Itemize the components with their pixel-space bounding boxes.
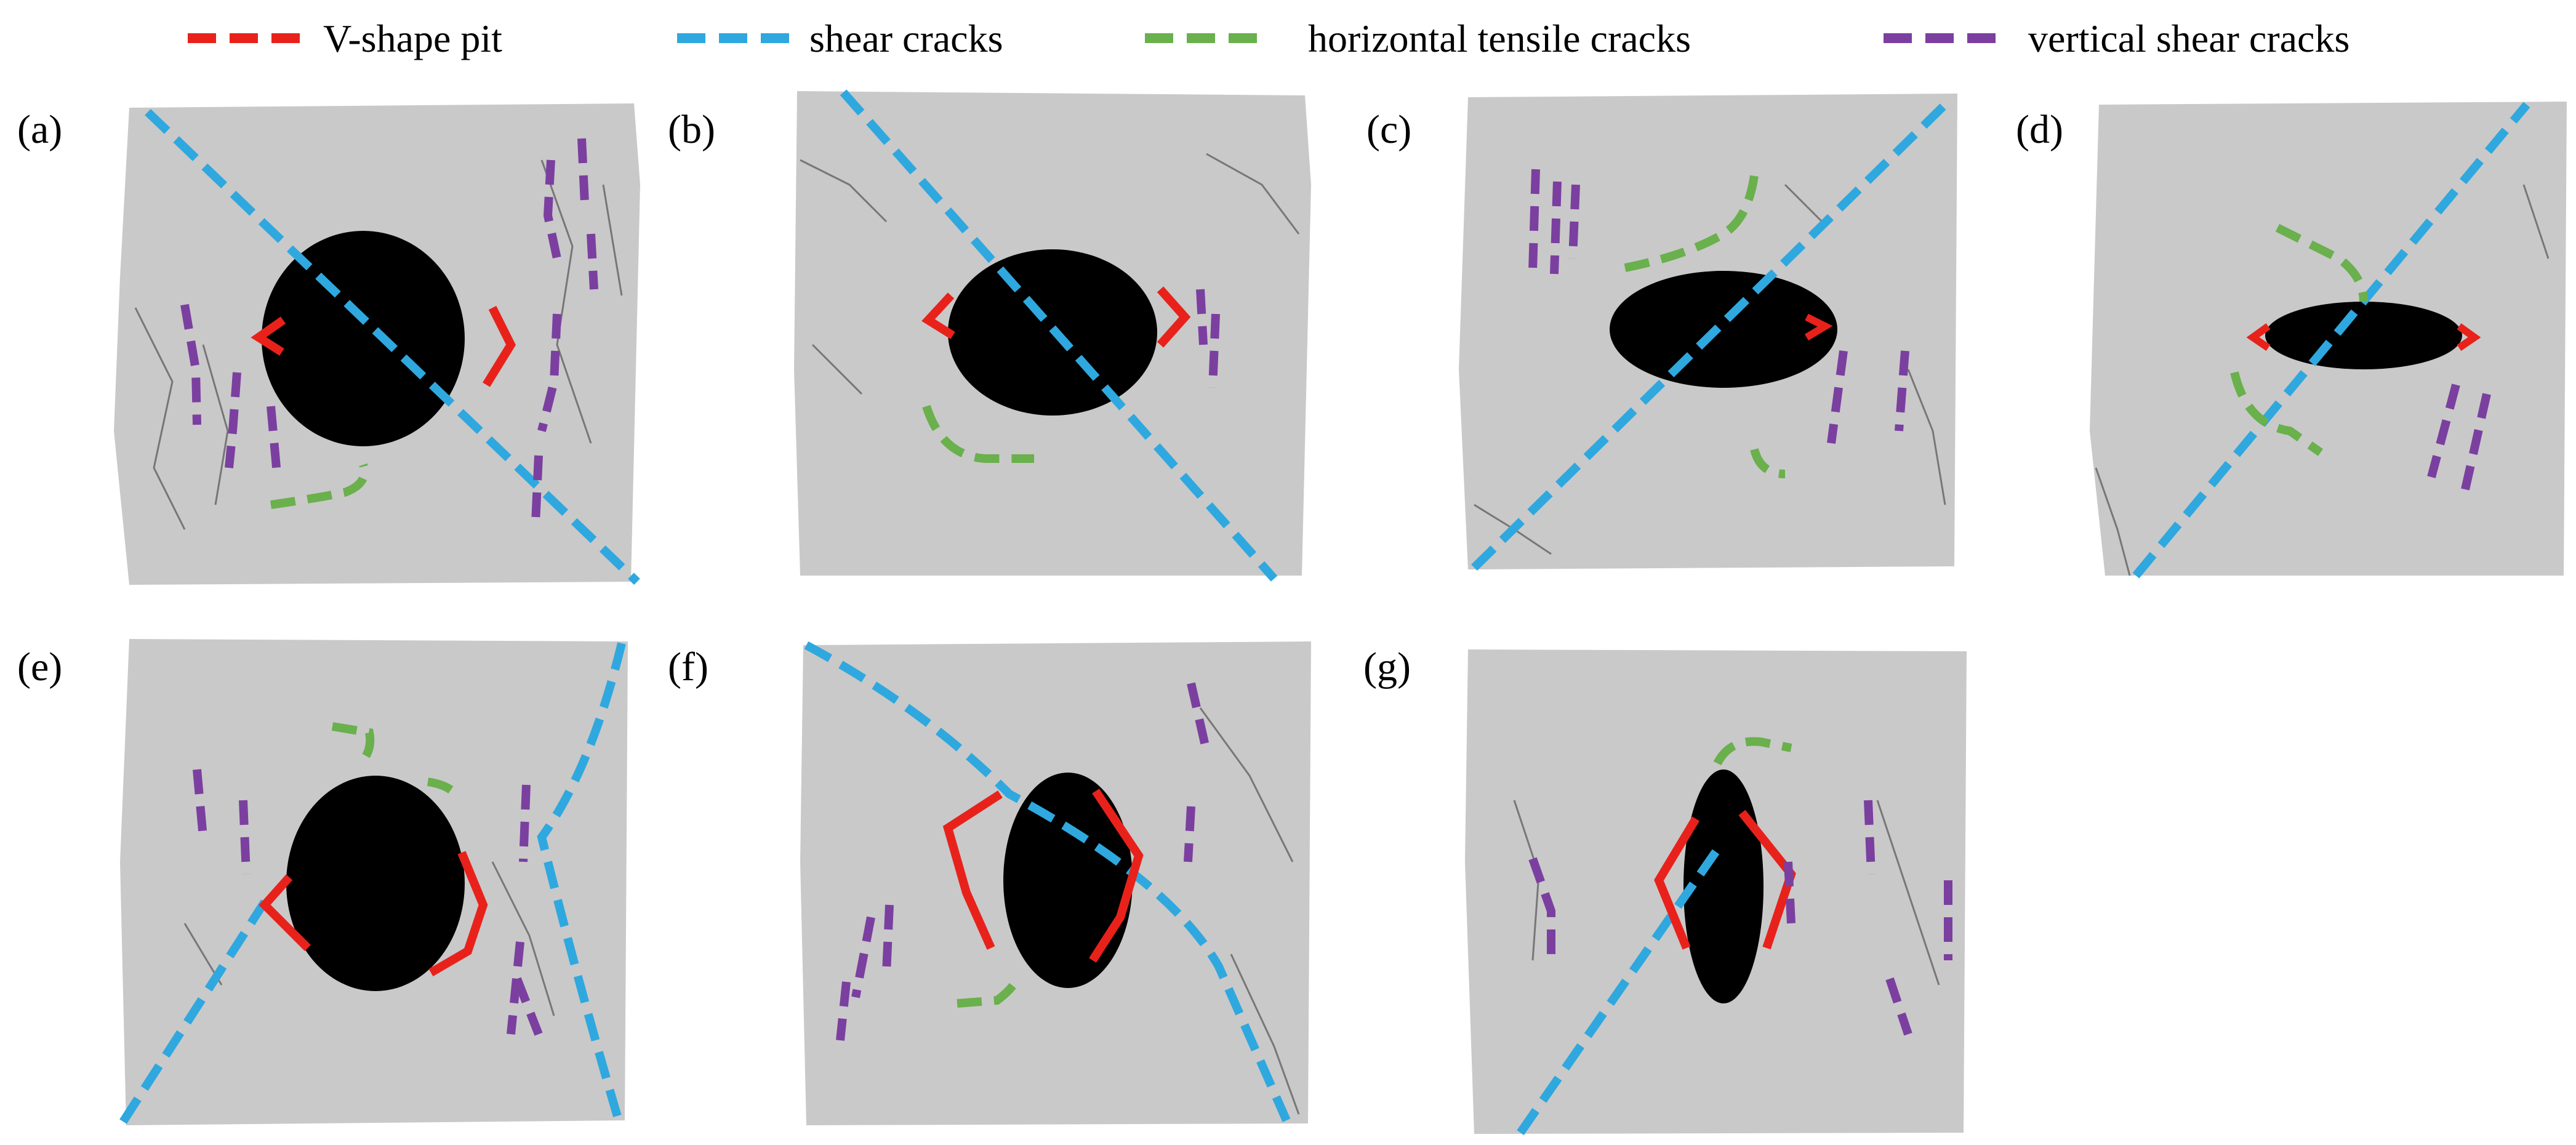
- panel-label-a: (a): [17, 107, 62, 152]
- panel-d-shear-crack-1: [2132, 102, 2530, 579]
- panel-c-horizontal-tensile-crack-2: [1750, 448, 1786, 478]
- legend-label-horizontal-tensile-cracks: horizontal tensile cracks: [1308, 17, 1691, 60]
- panel-e-vertical-shear-cracks: [193, 769, 543, 1036]
- panel-d-v-pit-left: [2246, 323, 2271, 351]
- panel-a-cavity: [262, 231, 465, 446]
- panel-b-shear-crack-1: [840, 89, 1278, 582]
- panel-b-v-pit-left: [921, 292, 955, 339]
- panel-a: (a): [17, 103, 640, 585]
- panel-f-cavity: [1003, 773, 1133, 988]
- panel-f-fine-cracks: [1199, 707, 1300, 1115]
- panel-label-b: (b): [668, 107, 715, 152]
- panel-g-horizontal-tensile-crack: [1713, 737, 1792, 766]
- panel-a-horizontal-tensile-crack: [270, 463, 369, 509]
- panel-f: (f): [668, 641, 1311, 1125]
- panel-d: (d): [2016, 102, 2567, 579]
- panel-b: (b): [668, 89, 1311, 582]
- panel-d-vertical-shear-cracks: [2427, 384, 2491, 491]
- panel-b-v-pit-right: [1157, 286, 1191, 348]
- panel-g-shear-crack-1: [1517, 847, 1721, 1135]
- panel-g-cavity: [1683, 769, 1763, 1003]
- legend-label-v-shape-pit: V-shape pit: [323, 17, 502, 60]
- panel-label-f: (f): [668, 645, 708, 689]
- panel-g-vertical-shear-cracks: [1528, 800, 1952, 1036]
- panel-f-v-pit-right: [1089, 789, 1144, 963]
- panel-d-cavity: [2265, 302, 2462, 369]
- panel-c: (c): [1366, 94, 1957, 571]
- panel-label-g: (g): [1363, 645, 1411, 689]
- panel-e-v-pit-left: [259, 874, 311, 951]
- panel-d-v-pit-right: [2457, 323, 2481, 351]
- panel-f-vertical-shear-cracks: [836, 682, 1211, 1041]
- panel-b-horizontal-tensile-crack: [922, 404, 1034, 463]
- legend-label-shear-cracks: shear cracks: [809, 17, 1003, 60]
- panel-a-shear-crack-1: [145, 108, 640, 585]
- panel-b-vertical-shear-cracks: [1196, 289, 1220, 388]
- panel-c-v-pit-right: [1804, 313, 1833, 341]
- legend: V-shape pit shear cracks horizontal tens…: [188, 17, 2349, 60]
- panel-label-e: (e): [17, 645, 62, 689]
- panel-label-c: (c): [1366, 107, 1411, 152]
- panel-e-v-pit-right: [428, 851, 488, 977]
- panel-e-shear-crack-2: [537, 642, 626, 1122]
- panel-d-horizontal-tensile-crack-1: [2275, 223, 2368, 302]
- panel-g: (g): [1363, 645, 1967, 1135]
- panel-e-cavity: [286, 776, 465, 991]
- legend-item-v-shape-pit: V-shape pit: [188, 17, 502, 60]
- panel-e-horizontal-tensile-crack-2: [427, 777, 462, 800]
- panel-d-fine-cracks: [2095, 184, 2550, 576]
- panel-a-v-pit-right: [483, 305, 516, 387]
- panel-b-fine-cracks: [800, 153, 1300, 395]
- panel-c-vertical-shear-cracks: [1528, 169, 1909, 444]
- panel-c-shear-crack-1: [1471, 95, 1954, 571]
- panel-d-horizontal-tensile-crack-2: [2230, 371, 2324, 456]
- panel-e: (e): [17, 639, 628, 1125]
- legend-item-vertical-shear-cracks: vertical shear cracks: [1884, 17, 2349, 60]
- panel-f-horizontal-tensile-crack: [957, 979, 1019, 1008]
- panel-c-cavity: [1610, 271, 1837, 388]
- legend-label-vertical-shear-cracks: vertical shear cracks: [2028, 17, 2349, 60]
- panel-a-v-pit-left: [251, 316, 286, 356]
- panel-g-v-pit-left: [1654, 816, 1700, 950]
- panel-f-shear-crack-1: [804, 641, 1291, 1122]
- panel-f-v-pit-left: [942, 790, 1003, 950]
- panel-label-d: (d): [2016, 107, 2063, 152]
- legend-item-shear-cracks: shear cracks: [677, 17, 1003, 60]
- legend-item-horizontal-tensile-cracks: horizontal tensile cracks: [1145, 17, 1691, 60]
- panel-e-shear-crack-1: [119, 899, 268, 1124]
- panel-a-fine-cracks: [134, 159, 623, 530]
- panel-a-vertical-shear-cracks: [180, 138, 598, 524]
- panel-e-horizontal-tensile-crack-1: [331, 722, 375, 763]
